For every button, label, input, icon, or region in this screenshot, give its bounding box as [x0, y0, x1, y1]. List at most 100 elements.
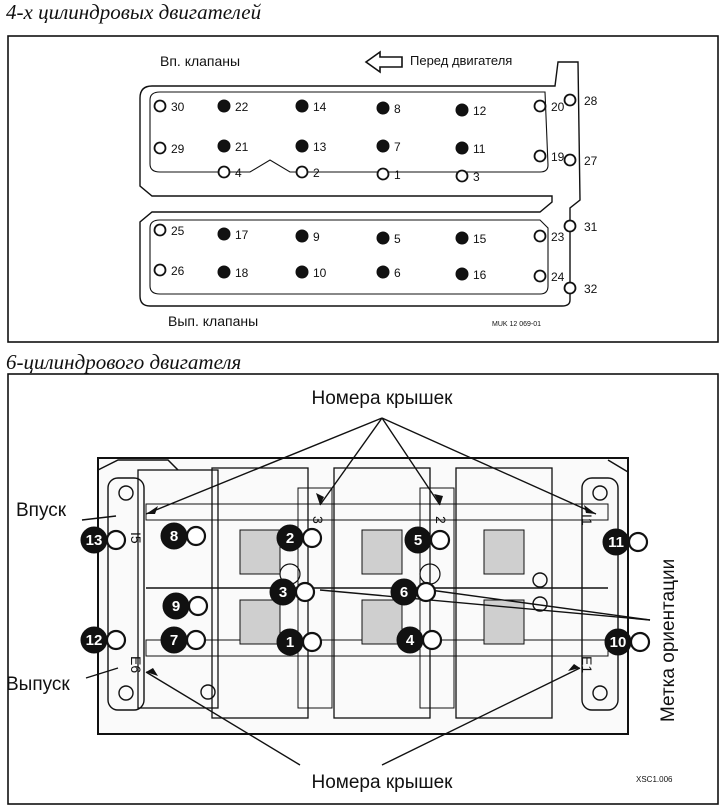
bolt-28-marker [563, 93, 577, 107]
bolt-22-marker [217, 99, 231, 113]
sequence-marker-11: 11 [602, 528, 649, 556]
sequence-marker-12: 12 [80, 626, 127, 654]
bolt-29: 29 [153, 141, 185, 156]
bolt-11-label: 11 [473, 142, 486, 156]
sequence-number-9: 9 [172, 598, 180, 615]
bolt-8-label: 8 [394, 102, 401, 116]
bolt-8: 8 [376, 101, 401, 116]
bolt-26-label: 26 [171, 264, 185, 278]
bolt-27-marker [563, 153, 577, 167]
sequence-marker-4: 4 [396, 626, 443, 654]
bolt-7: 7 [376, 139, 401, 154]
sequence-disc-4 [396, 626, 424, 654]
bolt-22-label: 22 [235, 100, 249, 114]
bolt-28: 28 [563, 93, 598, 108]
bolt-15-marker [455, 231, 469, 245]
bolt-18-marker [217, 265, 231, 279]
figure-code: MUK 12 069-01 [492, 321, 541, 328]
bolt-23-label: 23 [551, 230, 565, 244]
bolt-4-label: 4 [235, 166, 242, 180]
bolt-10-label: 10 [313, 266, 327, 280]
four-cylinder-title: 4-х цилиндровых двигателей [6, 0, 262, 24]
bolt-12-marker [455, 103, 469, 117]
sequence-number-10: 10 [610, 634, 627, 651]
bolt-21-label: 21 [235, 140, 249, 154]
bolt-14-marker [295, 99, 309, 113]
intake-valves-label: Вп. клапаны [160, 53, 240, 69]
sequence-marker-5: 5 [404, 526, 451, 554]
engine-front-label: Перед двигателя [410, 53, 512, 68]
bolt-hole-4 [421, 629, 443, 651]
bolt-11-marker [455, 141, 469, 155]
bolt-4-marker [217, 165, 231, 179]
bolt-1: 1 [376, 167, 401, 182]
cap-number-marks: I5 3 2 I1 E6 E1 [128, 514, 595, 673]
bolt-13-label: 13 [313, 140, 327, 154]
bolt-24-label: 24 [551, 270, 565, 284]
bolt-5-marker [376, 231, 390, 245]
sequence-number-2: 2 [286, 530, 294, 547]
cap-numbers-label-bottom: Номера крышек [312, 772, 454, 793]
sequence-number-11: 11 [608, 534, 624, 551]
cap-numbers-label-top: Номера крышек [312, 388, 454, 409]
sequence-disc-3 [269, 578, 297, 606]
sequence-number-12: 12 [86, 632, 103, 649]
bolt-17-label: 17 [235, 228, 249, 242]
bolt-10: 10 [295, 265, 327, 280]
six-cylinder-frame [7, 373, 719, 805]
bolt-12: 12 [455, 103, 487, 118]
bolt-2-label: 2 [313, 166, 320, 180]
bolt-30: 30 [153, 99, 185, 114]
bolt-27-label: 27 [584, 154, 598, 168]
bolt-29-label: 29 [171, 142, 185, 156]
bolt-8-marker [376, 101, 390, 115]
bolt-9: 9 [295, 229, 320, 244]
bolt-1-label: 1 [394, 168, 401, 182]
bolt-6-marker [376, 265, 390, 279]
sequence-number-3: 3 [279, 584, 287, 601]
sequence-number-8: 8 [170, 528, 178, 545]
bolt-hole-5 [429, 529, 451, 551]
bolt-31-marker [563, 219, 577, 233]
bolt-31: 31 [563, 219, 598, 234]
bolt-5: 5 [376, 231, 401, 246]
bolt-23-marker [533, 229, 547, 243]
sequence-number-6: 6 [400, 584, 408, 601]
bolt-3-marker [455, 169, 469, 183]
bolt-hole-7 [185, 629, 207, 651]
bolt-18-label: 18 [235, 266, 249, 280]
bolt-11: 11 [455, 141, 486, 156]
sequence-number-7: 7 [170, 632, 178, 649]
sequence-disc-2 [276, 524, 304, 552]
sequence-disc-7 [160, 626, 188, 654]
sequence-marker-6: 6 [390, 578, 437, 606]
bolt-10-marker [295, 265, 309, 279]
bolt-29-marker [153, 141, 167, 155]
bolt-25-label: 25 [171, 224, 185, 238]
bolt-7-label: 7 [394, 140, 401, 154]
bolt-hole-9 [187, 595, 209, 617]
bolt-19-label: 19 [551, 150, 565, 164]
bolt-21-marker [217, 139, 231, 153]
sequence-disc-10 [604, 628, 632, 656]
bolt-6: 6 [376, 265, 401, 280]
sequence-number-13: 13 [86, 532, 103, 549]
exhaust-row-outline [149, 219, 549, 295]
four-cylinder-frame [7, 35, 719, 343]
bolt-13: 13 [295, 139, 327, 154]
sequence-number-1: 1 [286, 634, 294, 651]
bolt-19: 19 [533, 149, 565, 164]
bolt-hole-12 [105, 629, 127, 651]
sequence-disc-13 [80, 526, 108, 554]
sequence-marker-8: 8 [160, 522, 207, 550]
bolt-16-label: 16 [473, 268, 487, 282]
bolt-1-marker [376, 167, 390, 181]
bolt-30-marker [153, 99, 167, 113]
bolt-17-marker [217, 227, 231, 241]
bolt-14: 14 [295, 99, 327, 114]
sequence-disc-6 [390, 578, 418, 606]
bolt-hole-3 [294, 581, 316, 603]
leader-arrowheads [146, 493, 596, 676]
bolt-hole-2 [301, 527, 323, 549]
